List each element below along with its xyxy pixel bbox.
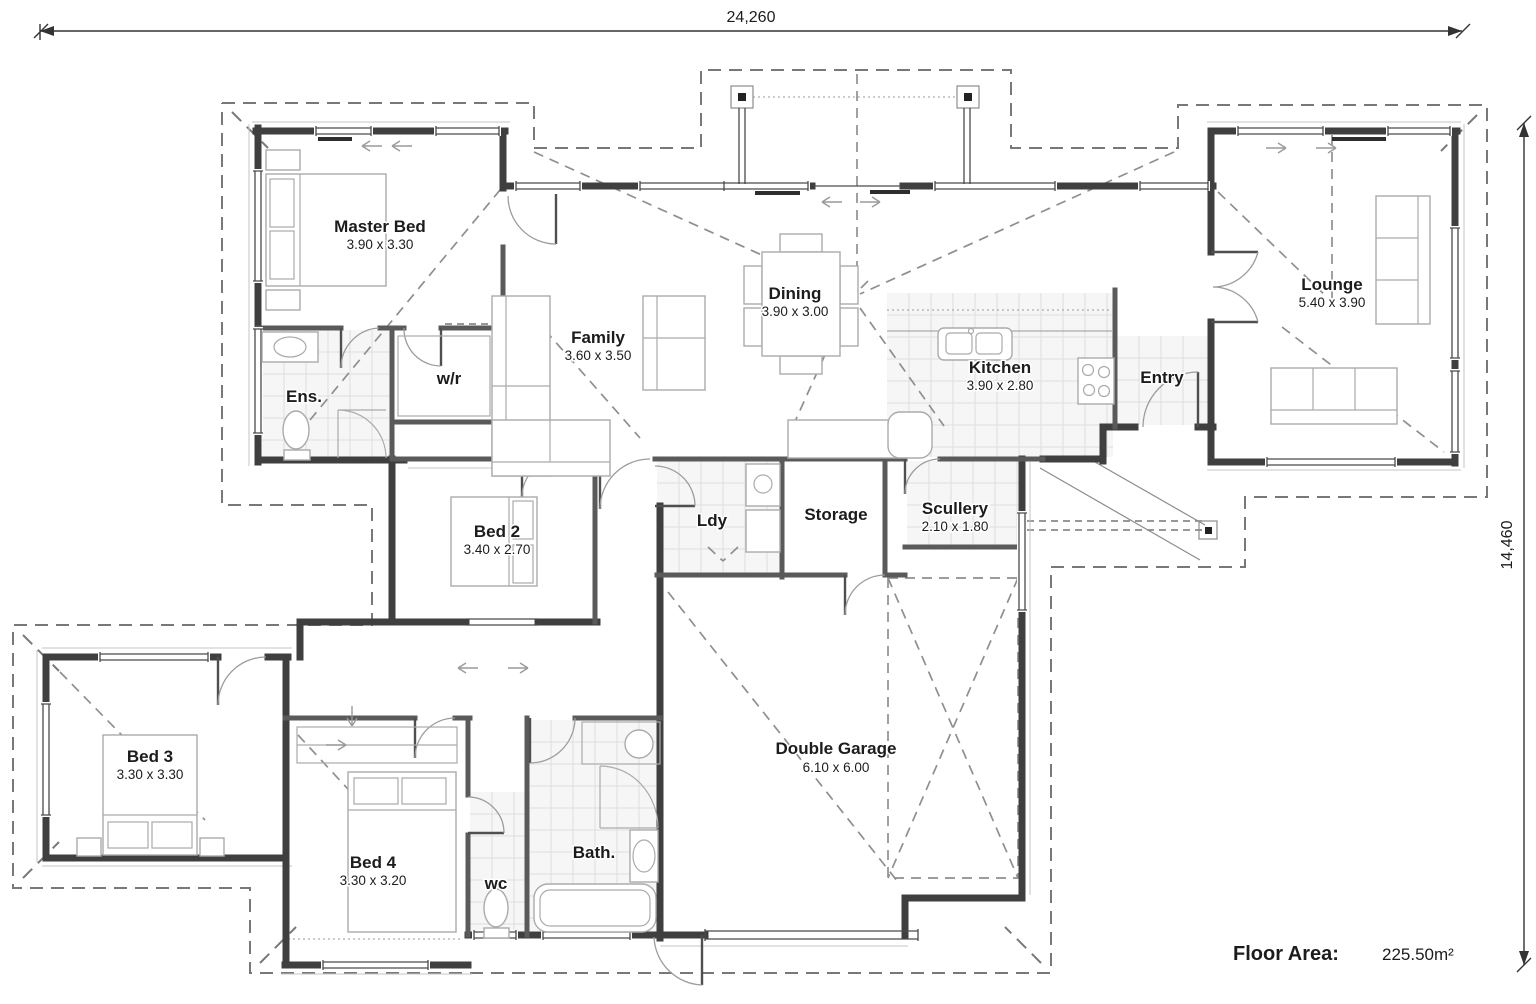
label-kitchen: Kitchen	[969, 358, 1031, 377]
room-labels: Master Bed 3.90 x 3.30 Family 3.60 x 3.5…	[115, 216, 1367, 895]
label-bed3: Bed 3	[127, 747, 173, 766]
label-bed2: Bed 2	[474, 522, 520, 541]
label-wc: wc	[484, 874, 508, 893]
porch-posts	[730, 85, 1218, 540]
size-family: 3.60 x 3.50	[565, 348, 632, 363]
eave-lines	[36, 121, 1465, 975]
kitchen-fixtures	[787, 309, 1115, 459]
size-bed4: 3.30 x 3.20	[340, 873, 407, 888]
size-bed2: 3.40 x 2.70	[464, 542, 531, 557]
bed4-furniture	[296, 726, 458, 933]
wc-fixtures	[483, 888, 510, 939]
overall-width-dimension: 24,260	[727, 9, 776, 26]
size-master-bed: 3.90 x 3.30	[347, 237, 414, 252]
label-laundry: Ldy	[697, 511, 728, 530]
floor-area-value: 225.50m²	[1382, 945, 1454, 964]
size-bed3: 3.30 x 3.30	[117, 767, 184, 782]
size-lounge: 5.40 x 3.90	[1299, 295, 1366, 310]
label-family: Family	[571, 328, 625, 347]
label-walk-in-robe: w/r	[436, 369, 462, 388]
family-sofas	[491, 295, 706, 477]
size-kitchen: 3.90 x 2.80	[967, 378, 1034, 393]
laundry-appliances	[745, 463, 781, 553]
bath-fixtures	[533, 721, 661, 933]
master-bed-furniture	[265, 149, 387, 311]
label-bed4: Bed 4	[350, 853, 397, 872]
size-dining: 3.90 x 3.00	[762, 304, 829, 319]
lounge-sofas	[1270, 195, 1431, 425]
label-bath: Bath.	[573, 843, 616, 862]
label-storage: Storage	[804, 505, 867, 524]
label-dining: Dining	[769, 284, 822, 303]
overall-depth-dimension: 14,460	[1499, 520, 1516, 569]
bed2-furniture	[450, 496, 538, 587]
direction-arrows	[326, 140, 1337, 751]
label-master-bed: Master Bed	[334, 217, 426, 236]
floor-area-label: Floor Area:	[1233, 943, 1339, 965]
doors	[216, 194, 1259, 986]
ensuite-fixtures	[261, 331, 387, 461]
bed3-furniture	[76, 734, 225, 857]
furniture	[76, 149, 1431, 939]
windows	[41, 126, 1460, 970]
dining-table	[743, 233, 859, 375]
dimension-width: 24,260	[33, 9, 1471, 40]
label-scullery: Scullery	[922, 499, 989, 518]
size-garage: 6.10 x 6.00	[803, 760, 870, 775]
label-garage: Double Garage	[776, 739, 897, 758]
size-scullery: 2.10 x 1.80	[922, 519, 989, 534]
walk-in-robe-shelving	[397, 335, 491, 417]
label-entry: Entry	[1140, 368, 1184, 387]
label-lounge: Lounge	[1301, 275, 1362, 294]
floor-area-note: Floor Area: 225.50m²	[1233, 943, 1454, 965]
dimension-depth: 14,460	[1499, 115, 1532, 973]
label-ensuite: Ens.	[286, 387, 322, 406]
